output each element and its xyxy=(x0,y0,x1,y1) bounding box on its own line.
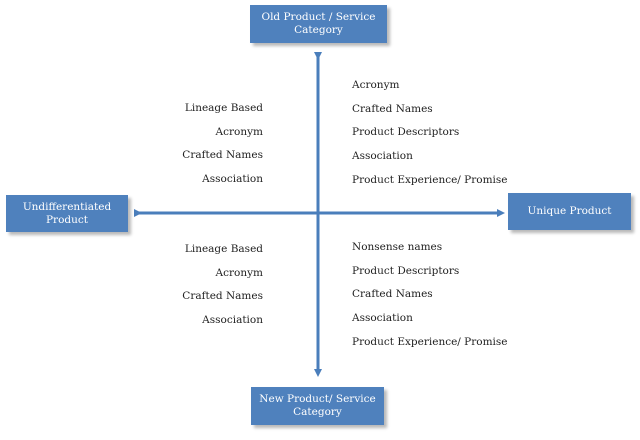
box-label-line: Undifferentiated xyxy=(22,200,112,213)
old-product-category-box: Old Product / Service Category xyxy=(250,5,387,43)
list-item: Product Descriptors xyxy=(352,126,460,139)
box-label-line: Old Product / Service xyxy=(261,11,376,23)
list-item: Crafted Names xyxy=(352,288,433,301)
list-item: Nonsense names xyxy=(352,241,443,253)
list-item: Product Experience/ Promise xyxy=(352,335,508,348)
list-item: Product Experience/ Promise xyxy=(352,173,508,186)
quadrant-top-left: Lineage Based Acronym Crafted Names Asso… xyxy=(150,97,263,192)
box-label-line: Unique Product xyxy=(527,205,612,217)
list-item: Association xyxy=(202,314,263,327)
list-item: Product Descriptors xyxy=(352,264,460,277)
list-item: Crafted Names xyxy=(182,149,263,162)
quadrant-top-right: Acronym Crafted Names Product Descriptor… xyxy=(352,74,522,192)
list-item: Association xyxy=(202,173,263,186)
box-label-line: New Product/ Service xyxy=(259,393,376,405)
list-item: Association xyxy=(352,312,413,325)
unique-product-box: Unique Product xyxy=(508,193,631,230)
box-label-line: Category xyxy=(293,406,342,418)
list-item: Crafted Names xyxy=(182,290,263,303)
list-item: Lineage Based xyxy=(184,243,263,255)
undifferentiated-product-box: Undifferentiated Product xyxy=(6,195,128,232)
quadrant-bottom-left: Lineage Based Acronym Crafted Names Asso… xyxy=(150,238,263,333)
list-item: Acronym xyxy=(352,79,400,91)
list-item: Lineage Based xyxy=(184,102,263,114)
box-label-line: Product xyxy=(45,213,88,226)
box-label-line: Category xyxy=(294,24,343,36)
quadrant-bottom-right: Nonsense names Product Descriptors Craft… xyxy=(352,236,522,354)
list-item: Association xyxy=(352,150,413,163)
list-item: Acronym xyxy=(215,125,263,138)
list-item: Acronym xyxy=(215,266,263,279)
list-item: Crafted Names xyxy=(352,102,433,115)
new-product-category-box: New Product/ Service Category xyxy=(251,387,384,425)
